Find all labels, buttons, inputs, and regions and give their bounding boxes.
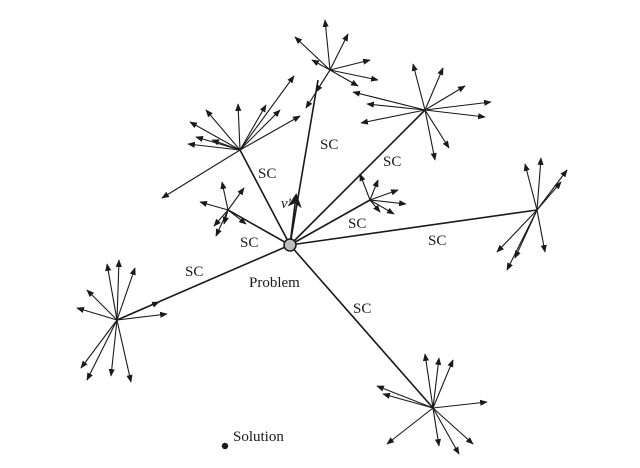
fan-6-arrow-7: [514, 209, 538, 259]
fan-5-arrow-6: [369, 199, 381, 213]
fan-1-arrow-10: [205, 109, 241, 151]
fan-7-arrow-10: [108, 319, 118, 377]
fan-3-arrow-1: [352, 90, 426, 111]
fan-8-arrow-3: [432, 359, 454, 409]
fan-5-arrow-1: [359, 173, 371, 201]
fan-6-arrow-8: [536, 209, 547, 253]
fan-2-arrow-1: [294, 36, 331, 71]
sc-label-top: SC: [320, 137, 338, 153]
fan-1-arrow-5: [235, 103, 242, 151]
fan-7-arrow-8: [80, 319, 118, 369]
fan-7-arrow-2: [86, 289, 118, 321]
problem-node: [283, 238, 297, 252]
fan-2-arrow-8: [329, 69, 359, 87]
fan-8-arrow-8: [432, 407, 474, 445]
fan-1-arrow-8: [239, 115, 301, 151]
fan-2-arrow-2: [322, 19, 331, 71]
fan-7-arrow-6: [116, 311, 168, 321]
fan-3-arrow-6: [424, 99, 492, 111]
fan-8-arrow-6: [382, 392, 434, 409]
sc-label-right: SC: [428, 233, 446, 249]
sc-label-left: SC: [185, 264, 203, 280]
fan-3-arrow-10: [411, 63, 426, 111]
fan-4-arrow-5: [215, 209, 229, 237]
nu-prime-arrow: [287, 193, 302, 246]
fan-1-arrow-3: [187, 141, 241, 151]
fan-8-arrow-4: [432, 399, 488, 409]
sc-label-inner-right: SC: [348, 216, 366, 232]
fan-6-arrow-2: [536, 157, 544, 211]
sc-label-top-right: SC: [383, 154, 401, 170]
fan-5-arrow-5: [369, 199, 395, 215]
arrow-fans: [76, 19, 568, 455]
fan-2-arrow-7: [315, 69, 331, 93]
fan-3-arrow-4: [424, 67, 444, 111]
fan-4-arrow-6: [227, 209, 247, 225]
fan-2-arrow-4: [329, 58, 371, 71]
fan-2-arrow-3: [329, 33, 349, 71]
sc-edge-6: [289, 209, 538, 246]
sc-edge-2: [289, 79, 319, 246]
fan-7-arrow-11: [116, 319, 133, 383]
fan-5-arrow-4: [369, 199, 407, 207]
sc-label-inner-left: SC: [240, 235, 258, 251]
fan-4-arrow-4: [213, 209, 229, 227]
fan-4-arrow-2: [227, 187, 245, 211]
fan-1-arrow-7: [239, 109, 281, 151]
fan-4-arrow-1: [220, 181, 229, 211]
fan-3-arrow-7: [424, 109, 486, 120]
fan-8-arrow-5: [376, 385, 434, 409]
sc-edge-1: [239, 149, 291, 246]
fan-7-arrow-7: [116, 301, 160, 321]
fan-3-arrow-8: [424, 109, 437, 161]
fan-6-arrow-1: [523, 163, 538, 211]
fan-5-arrow-2: [369, 179, 379, 201]
fan-7-arrow-9: [86, 319, 118, 381]
fan-8-arrow-9: [432, 407, 460, 455]
fan-7-arrow-5: [116, 267, 136, 321]
fan-1-arrow-6: [239, 104, 267, 151]
fan-7-arrow-1: [76, 307, 118, 321]
fan-4-arrow-3: [199, 200, 229, 211]
fan-4-arrow-7: [222, 209, 229, 225]
problem-label: Problem: [249, 275, 300, 291]
solution-label: Solution: [233, 429, 284, 445]
sc-label-top-left: SC: [258, 166, 276, 182]
fan-3-arrow-5: [424, 85, 466, 111]
fan-8-arrow-2: [432, 357, 442, 409]
fan-6-arrow-5: [496, 209, 538, 253]
fan-2-arrow-5: [329, 69, 379, 82]
fan-3-arrow-2: [366, 101, 426, 111]
fan-7-arrow-3: [105, 263, 118, 321]
fan-8-arrow-1: [422, 353, 434, 409]
fan-3-arrow-3: [360, 109, 426, 125]
sc-edges: [116, 79, 538, 409]
fan-3-arrow-9: [424, 109, 450, 149]
sc-edge-3: [289, 109, 426, 246]
nu-prime-label: ν′: [281, 196, 292, 212]
fan-6-arrow-4: [536, 169, 568, 211]
sc-edge-4: [227, 209, 291, 246]
fan-8-arrow-10: [432, 407, 441, 447]
fan-1-arrow-9: [239, 75, 295, 151]
fan-1-arrow-1: [189, 121, 241, 151]
fan-1-arrow-11: [211, 139, 241, 151]
fan-1-arrow-4: [161, 149, 241, 199]
sc-label-bottom-right: SC: [353, 301, 371, 317]
fan-8-arrow-7: [386, 407, 434, 445]
fan-2-arrow-9: [311, 59, 331, 71]
fan-7-arrow-4: [115, 259, 122, 321]
solution-dot: [221, 442, 229, 450]
sc-edge-5: [289, 199, 371, 246]
fan-5-arrow-3: [369, 189, 399, 201]
sc-edge-8: [289, 244, 434, 409]
